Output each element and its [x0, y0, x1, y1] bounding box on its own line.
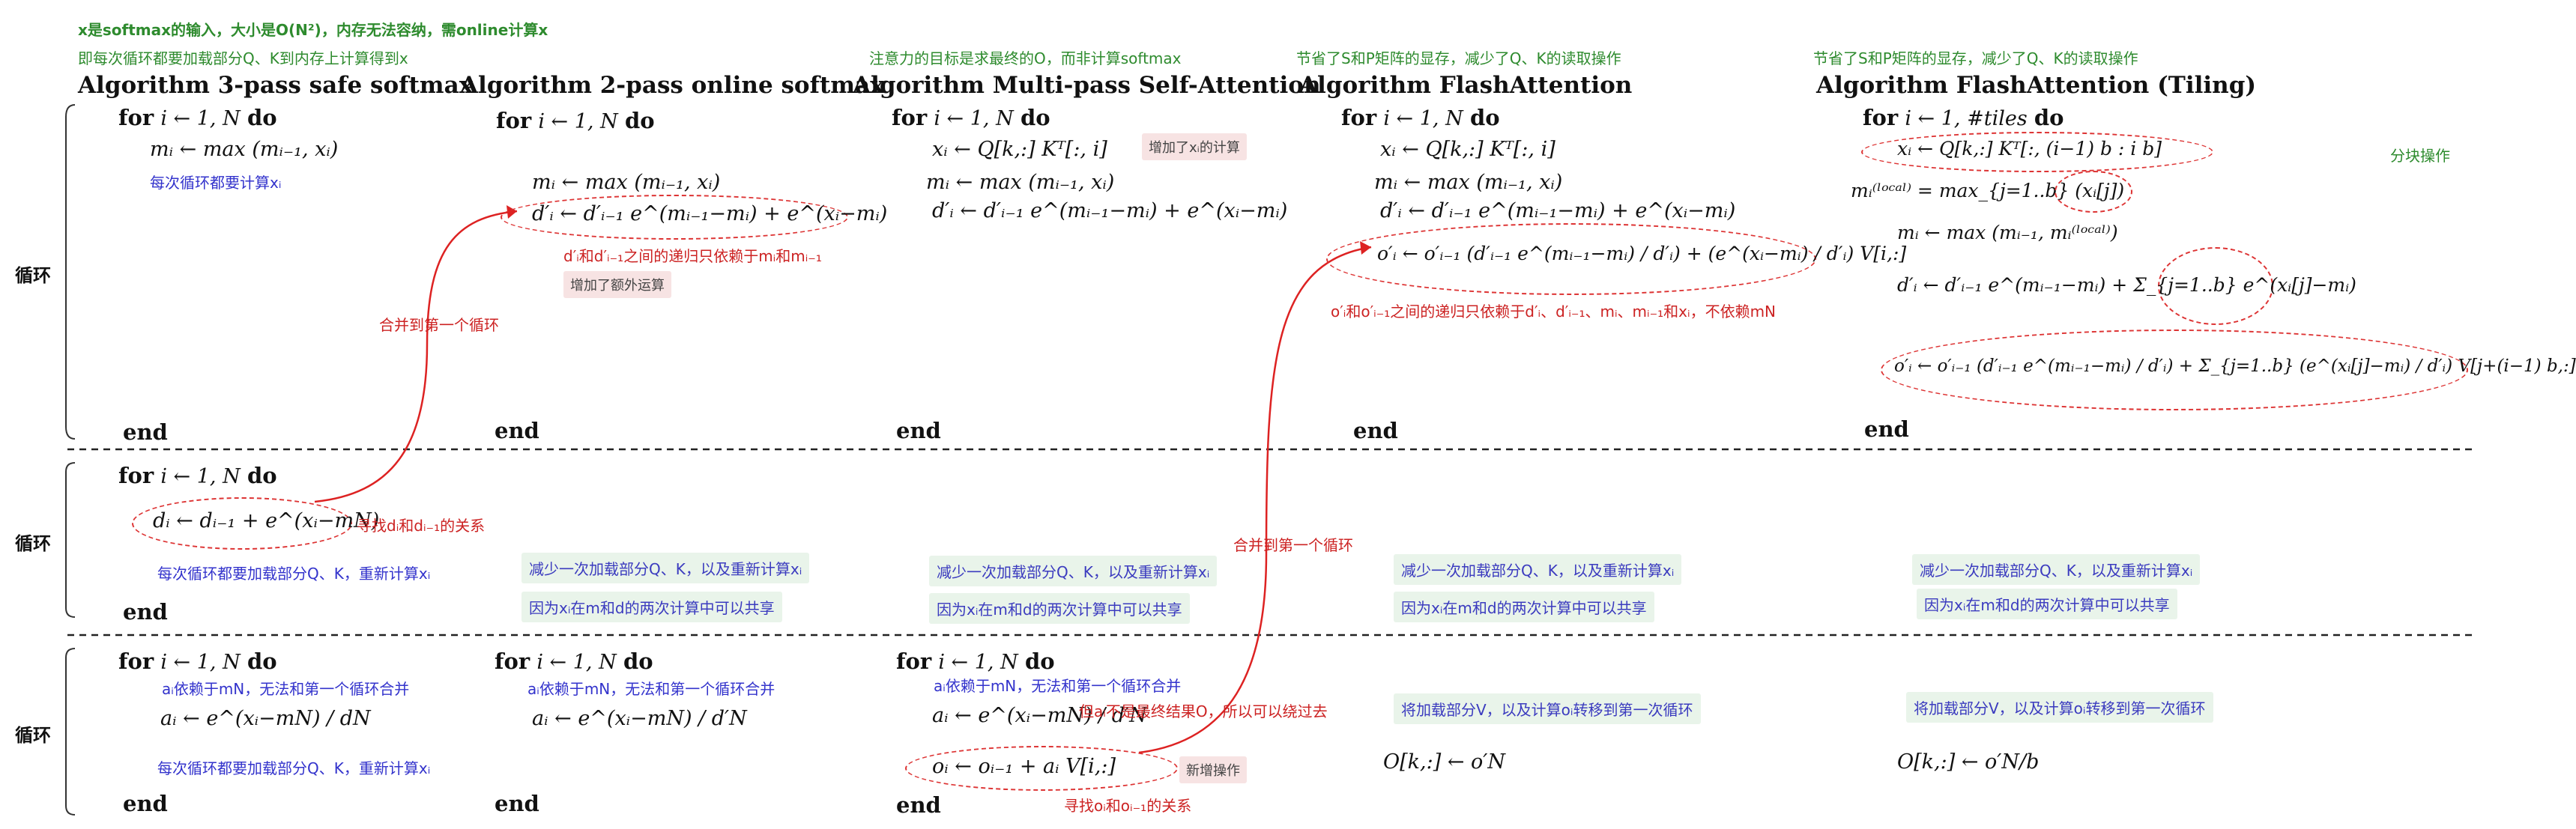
c4-r1-eq-m: mᵢ ← max (mᵢ₋₁, xᵢ) — [1374, 171, 1563, 194]
c5-r2-box2: 因为xᵢ在m和d的两次计算中可以共享 — [1917, 589, 2177, 619]
c2-r3-note: aᵢ依赖于mN，无法和第一个循环合并 — [527, 680, 775, 698]
c2-r1-eq-d: d′ᵢ ← d′ᵢ₋₁ e^(mᵢ₋₁−mᵢ) + e^(xᵢ−mᵢ) — [532, 202, 888, 225]
c5-r3-eq-out: O[k,:] ← o′N/b — [1897, 750, 2040, 774]
c3-add-x-box: 增加了xᵢ的计算 — [1142, 133, 1247, 160]
c1-d-ellipse — [132, 497, 352, 550]
c3-r3-for-line: for i ← 1, N do — [896, 649, 1055, 674]
c3-r3-red-note2: 寻找oᵢ和oᵢ₋₁的关系 — [1064, 797, 1192, 815]
c5-r3-box: 将加载部分V，以及计算oᵢ转移到第一次循环 — [1906, 692, 2213, 723]
c1-r2-note: 每次循环都要加载部分Q、K，重新计算xᵢ — [157, 565, 431, 583]
c4-r1-eq-d: d′ᵢ ← d′ᵢ₋₁ e^(mᵢ₋₁−mᵢ) + e^(xᵢ−mᵢ) — [1380, 199, 1736, 222]
c1-r1-note: 每次循环都要计算xᵢ — [150, 174, 282, 192]
c1-r1-for-line: for i ← 1, N do — [118, 105, 277, 130]
c5-xj-ellipse — [2055, 171, 2132, 213]
title-3pass-softmax: Algorithm 3-pass safe softmax — [78, 72, 474, 99]
c4-r2-box1: 减少一次加载部分Q、K，以及重新计算xᵢ — [1394, 554, 1682, 585]
brace-row3 — [65, 648, 76, 816]
side-label-loop-1: 循环 — [15, 265, 51, 286]
c5-r1-eq-o: o′ᵢ ← o′ᵢ₋₁ (d′ᵢ₋₁ e^(mᵢ₋₁−mᵢ) / d′ᵢ) + … — [1894, 356, 2576, 376]
c4-r1-eq-x: xᵢ ← Q[k,:] Kᵀ[:, i] — [1380, 138, 1555, 161]
c2-r1-end: end — [495, 418, 539, 443]
c3-r3-note: aᵢ依赖于mN，无法和第一个循环合并 — [934, 677, 1182, 695]
c3-r3-red-note1: 但aᵢ不是最终结果O，所以可以绕过去 — [1079, 702, 1328, 720]
c5-sum-ellipse — [2158, 247, 2273, 325]
merge-label-1: 合并到第一个循环 — [379, 316, 499, 334]
title-2pass-online-softmax: Algorithm 2-pass online softmax — [460, 72, 884, 99]
c1-r2-eq-d: dᵢ ← dᵢ₋₁ + e^(xᵢ−mN) — [153, 509, 380, 532]
c2-d-ellipse — [501, 195, 848, 240]
c2-r3-end: end — [495, 791, 539, 816]
brace-row2 — [65, 462, 76, 618]
c2-r2-box1: 减少一次加载部分Q、K，以及重新计算xᵢ — [521, 553, 810, 583]
c2-r1-eq-m: mᵢ ← max (mᵢ₋₁, xᵢ) — [532, 171, 721, 194]
c1-r1-eq-m: mᵢ ← max (mᵢ₋₁, xᵢ) — [150, 138, 339, 161]
c4-o-ellipse — [1326, 223, 1816, 295]
c1-r3-end: end — [123, 791, 168, 816]
c5-r1-eq-m: mᵢ ← max (mᵢ₋₁, mᵢ⁽ˡᵒᶜᵃˡ⁾) — [1897, 222, 2118, 243]
brace-row1 — [65, 104, 76, 440]
top-note-2: 即每次循环都要加载部分Q、K到内存上计算得到x — [78, 49, 408, 67]
c2-r2-box2: 因为xᵢ在m和d的两次计算中可以共享 — [521, 592, 782, 622]
attention-note: 注意力的目标是求最终的O，而非计算softmax — [869, 49, 1182, 67]
c1-r2-red-note: 寻找dᵢ和dᵢ₋₁的关系 — [357, 517, 486, 535]
c2-extra-op-box: 增加了额外运算 — [563, 271, 671, 298]
c3-r1-eq-x: xᵢ ← Q[k,:] Kᵀ[:, i] — [932, 138, 1107, 161]
c5-r1-eq-x: xᵢ ← Q[k,:] Kᵀ[:, (i−1) b : i b] — [1897, 138, 2162, 160]
c4-r1-for-line: for i ← 1, N do — [1341, 105, 1500, 130]
c1-r3-note2: 每次循环都要加载部分Q、K，重新计算xᵢ — [157, 759, 431, 777]
top-note-1: x是softmax的输入，大小是O(N²)，内存无法容纳，需online计算x — [78, 21, 548, 39]
c3-r1-eq-d: d′ᵢ ← d′ᵢ₋₁ e^(mᵢ₋₁−mᵢ) + e^(xᵢ−mᵢ) — [932, 199, 1288, 222]
c3-r1-end: end — [896, 418, 941, 443]
c2-r3-for-line: for i ← 1, N do — [495, 649, 653, 674]
c3-r1-for-line: for i ← 1, N do — [892, 105, 1050, 130]
c4-r3-box: 将加载部分V，以及计算oᵢ转移到第一次循环 — [1394, 693, 1701, 724]
title-multipass-attention: Algorithm Multi-pass Self-Attention — [853, 72, 1321, 99]
c5-r1-for-line: for i ← 1, #tiles do — [1863, 105, 2064, 130]
c3-r2-box1: 减少一次加载部分Q、K，以及重新计算xᵢ — [929, 556, 1218, 586]
c1-r3-eq-a: aᵢ ← e^(xᵢ−mN) / dN — [160, 707, 371, 730]
c5-r1-eq-d: d′ᵢ ← d′ᵢ₋₁ e^(mᵢ₋₁−mᵢ) + Σ_{j=1..b} e^(… — [1897, 274, 2356, 296]
c4-r1-end: end — [1353, 418, 1398, 443]
c1-r3-note1: aᵢ依赖于mN，无法和第一个循环合并 — [162, 680, 410, 698]
merge-label-2: 合并到第一个循环 — [1233, 536, 1353, 554]
c1-r1-end: end — [123, 419, 168, 445]
c1-r2-for-line: for i ← 1, N do — [118, 463, 277, 488]
c2-r1-for-line: for i ← 1, N do — [496, 108, 655, 133]
c4-r1-eq-o: o′ᵢ ← o′ᵢ₋₁ (d′ᵢ₋₁ e^(mᵢ₋₁−mᵢ) / d′ᵢ) + … — [1377, 243, 1907, 264]
c1-r2-end: end — [123, 599, 168, 625]
c4-r2-box2: 因为xᵢ在m和d的两次计算中可以共享 — [1394, 592, 1654, 622]
tiling-side-note: 分块操作 — [2390, 147, 2450, 165]
c2-r3-eq-a: aᵢ ← e^(xᵢ−mN) / d′N — [532, 707, 747, 730]
c3-r2-box2: 因为xᵢ在m和d的两次计算中可以共享 — [929, 593, 1190, 624]
c3-r3-eq-a: aᵢ ← e^(xᵢ−mN) / d′N — [932, 704, 1147, 727]
tiling-note: 节省了S和P矩阵的显存，减少了Q、K的读取操作 — [1813, 49, 2138, 67]
title-flashattention-tiling: Algorithm FlashAttention (Tiling) — [1816, 72, 2257, 99]
c3-o-ellipse — [905, 746, 1178, 791]
c5-r2-box1: 减少一次加载部分Q、K，以及重新计算xᵢ — [1912, 554, 2201, 585]
c5-x-ellipse — [1861, 132, 2213, 172]
c4-r1-red-note: o′ᵢ和o′ᵢ₋₁之间的递归只依赖于d′ᵢ、d′ᵢ₋₁、mᵢ、mᵢ₋₁和xᵢ，不… — [1331, 303, 1777, 321]
flash-note: 节省了S和P矩阵的显存，减少了Q、K的读取操作 — [1296, 49, 1621, 67]
c3-r3-eq-o: oᵢ ← oᵢ₋₁ + aᵢ V[i,:] — [932, 755, 1116, 778]
c5-r1-end: end — [1864, 416, 1909, 442]
merge-arrow-1 — [314, 210, 518, 503]
c1-r3-for-line: for i ← 1, N do — [118, 649, 277, 674]
side-label-loop-2: 循环 — [15, 533, 51, 554]
c3-r1-eq-m: mᵢ ← max (mᵢ₋₁, xᵢ) — [926, 171, 1115, 194]
c4-r3-eq-out: O[k,:] ← o′N — [1383, 750, 1506, 774]
title-flashattention: Algorithm FlashAttention — [1299, 72, 1633, 99]
c5-o-ellipse — [1881, 330, 2468, 410]
c2-r1-red-note: d′ᵢ和d′ᵢ₋₁之间的递归只依赖于mᵢ和mᵢ₋₁ — [563, 247, 822, 265]
side-label-loop-3: 循环 — [15, 725, 51, 746]
c3-new-op-box: 新增操作 — [1179, 756, 1247, 783]
c3-r3-end: end — [896, 792, 941, 818]
